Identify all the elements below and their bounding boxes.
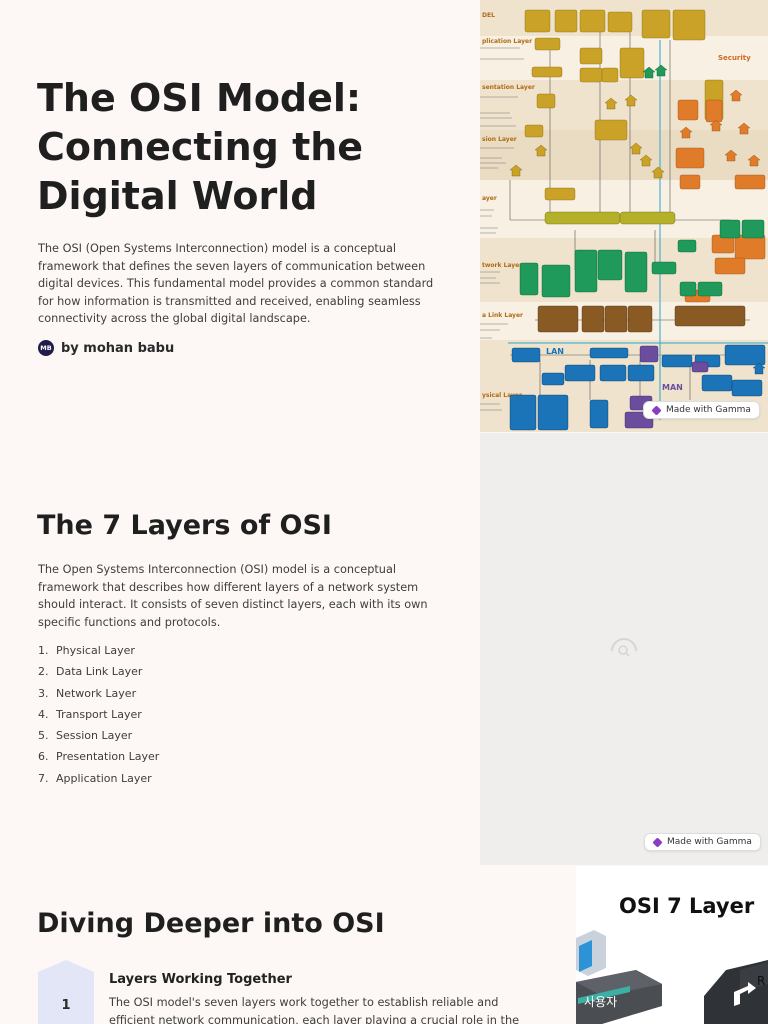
section-title: Diving Deeper into OSI — [37, 908, 385, 939]
made-with-gamma-badge[interactable]: Made with Gamma — [644, 833, 761, 851]
badge-label: Made with Gamma — [667, 837, 752, 847]
diagram-label-session: sion Layer — [482, 136, 517, 143]
diagram-graphics — [480, 9, 768, 431]
list-item: 6.Presentation Layer — [38, 750, 160, 764]
intro-paragraph: The OSI (Open Systems Interconnection) m… — [38, 242, 434, 325]
list-item: 2.Data Link Layer — [38, 665, 143, 679]
osi-7-layer-image: OSI 7 Layer 사용자 R — [576, 866, 768, 1024]
diagram-label-model: DEL — [482, 12, 495, 19]
list-item: 1.Physical Layer — [38, 644, 135, 657]
list-item: 5.Session Layer — [38, 729, 133, 743]
section-title: The 7 Layers of OSI — [37, 510, 332, 541]
page-title: The OSI Model: Connecting the Digital Wo… — [37, 76, 364, 218]
layers-description: The Open Systems Interconnection (OSI) m… — [38, 563, 428, 629]
title-slide: The OSI Model: Connecting the Digital Wo… — [0, 0, 768, 432]
badge-label: Made with Gamma — [666, 405, 751, 415]
diagram-label-datalink: a Link Layer — [482, 312, 523, 319]
image-search-icon — [611, 638, 637, 657]
list-item: 7.Application Layer — [38, 771, 152, 785]
layer-list: 1.Physical Layer 2.Data Link Layer 3.Net… — [38, 644, 159, 793]
diagram-label-network: twork Layer — [482, 262, 523, 269]
diagram-label-transport: ayer — [482, 195, 497, 202]
avatar: MB — [38, 340, 54, 356]
diagram-label-security: Security — [718, 54, 751, 62]
step-title: Layers Working Together — [109, 972, 292, 987]
author-byline: MB by mohan babu — [38, 340, 174, 356]
osi-network-diagram: DEL plication Layer sentation Layer sion… — [480, 0, 768, 432]
list-item: 3.Network Layer — [38, 686, 137, 700]
image-placeholder: Made with Gamma — [480, 433, 768, 865]
gamma-logo-icon — [652, 836, 663, 848]
diagram-label-physical: ysical Layer — [482, 392, 522, 399]
gamma-logo-icon — [651, 404, 662, 416]
layers-slide: The 7 Layers of OSI The Open Systems Int… — [0, 433, 768, 865]
list-item: 4.Transport Layer — [38, 707, 142, 721]
diagram-label-man: MAN — [662, 383, 683, 392]
diagram-label-application: plication Layer — [482, 38, 533, 45]
deep-dive-slide: Diving Deeper into OSI 1 Layers Working … — [0, 866, 768, 1024]
step-number: 1 — [61, 998, 71, 1013]
user-label: 사용자 — [584, 995, 618, 1009]
edge-label: R — [757, 974, 766, 988]
step-description: The OSI model's seven layers work togeth… — [109, 996, 520, 1024]
author-name: by mohan babu — [61, 340, 175, 356]
image-title: OSI 7 Layer — [619, 894, 755, 918]
osi-7-layer-graphic — [576, 930, 768, 1024]
step-marker: 1 — [38, 960, 94, 1024]
made-with-gamma-badge[interactable]: Made with Gamma — [643, 401, 760, 419]
diagram-label-lan: LAN — [546, 347, 564, 356]
diagram-label-presentation: sentation Layer — [482, 84, 535, 91]
